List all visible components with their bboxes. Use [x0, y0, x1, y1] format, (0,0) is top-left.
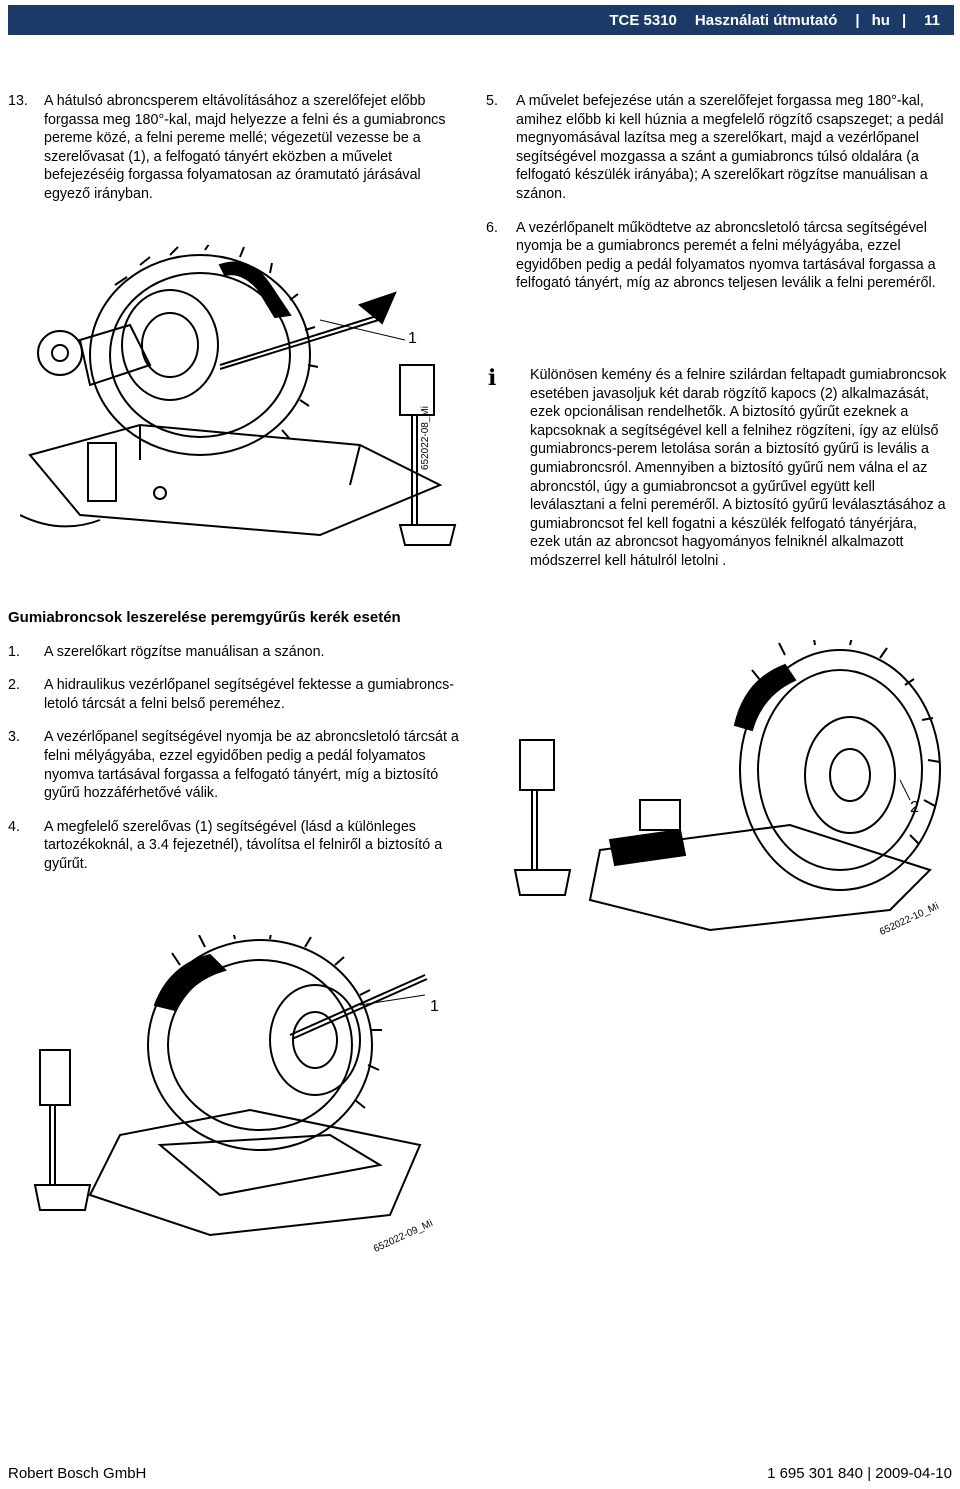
header-page: 11	[924, 11, 940, 29]
step-number: 6.	[486, 219, 498, 236]
footer-company: Robert Bosch GmbH	[8, 1465, 147, 1482]
figure1-code: 652022-08_Mi	[420, 406, 431, 470]
page-header: TCE 5310 Használati útmutató | hu | 11	[8, 5, 954, 35]
list-item: 1. A szerelőkart rögzítse manuálisan a s…	[8, 643, 468, 662]
step-number: 5.	[486, 93, 498, 109]
list-item: 2. A hidraulikus vezérlőpanel segítségév…	[8, 676, 468, 713]
step-text: A megfelelő szerelővas (1) segítségével …	[44, 818, 443, 872]
figure-tyre-changer-3	[33, 935, 428, 1237]
step-number: 2.	[8, 677, 20, 694]
footer-separator: |	[867, 1465, 876, 1482]
list-item: 6. A vezérlőpanelt működtetve az abroncs…	[486, 219, 948, 293]
info-icon: ℹ	[488, 366, 497, 391]
header-product: TCE 5310	[609, 11, 677, 29]
right-steps: 5. A művelet befejezése után a szerelőfe…	[486, 92, 948, 308]
step-text: A művelet befejezése után a szerelőfejet…	[516, 93, 944, 202]
list-item: 3. A vezérlőpanel segítségével nyomja be…	[8, 728, 468, 802]
figure-tyre-changer-2	[513, 640, 941, 932]
step-text: A vezérlőpanelt működtetve az abroncslet…	[516, 219, 936, 292]
header-lang: hu	[871, 11, 890, 29]
header-separator: |	[901, 11, 907, 29]
figure2-label: 2	[910, 799, 919, 816]
left-step-13: 13. A hátulsó abroncsperem eltávolításáh…	[8, 92, 468, 219]
step-number: 13.	[8, 93, 28, 109]
figure3-label: 1	[430, 998, 439, 1015]
footer-doc-info: 1 695 301 840 | 2009-04-10	[767, 1465, 952, 1482]
footer-doc-number: 1 695 301 840	[767, 1465, 864, 1482]
list-item: 5. A művelet befejezése után a szerelőfe…	[486, 92, 948, 204]
list-item: 4. A megfelelő szerelővas (1) segítségév…	[8, 818, 468, 874]
left-steps: Gumiabroncsok leszerelése peremgyűrűs ke…	[8, 609, 468, 889]
figure1-label: 1	[408, 330, 417, 347]
header-title: Használati útmutató	[694, 11, 838, 29]
footer-date: 2009-04-10	[875, 1465, 952, 1482]
step-text: A szerelőkart rögzítse manuálisan a szán…	[44, 643, 325, 660]
info-note: Különösen kemény és a felnire szilárdan …	[530, 367, 947, 569]
step-number: 3.	[8, 729, 20, 746]
step-text: A hidraulikus vezérlőpanel segítségével …	[44, 677, 455, 712]
figure-tyre-changer-1	[20, 245, 457, 546]
header-separator: |	[855, 11, 860, 29]
step-text: A vezérlőpanel segítségével nyomja be az…	[44, 729, 459, 802]
step-text: A hátulsó abroncsperem eltávolításához a…	[44, 93, 446, 202]
step-number: 1.	[8, 643, 20, 660]
step-number: 4.	[8, 818, 20, 835]
section-heading: Gumiabroncsok leszerelése peremgyűrűs ke…	[8, 609, 401, 626]
